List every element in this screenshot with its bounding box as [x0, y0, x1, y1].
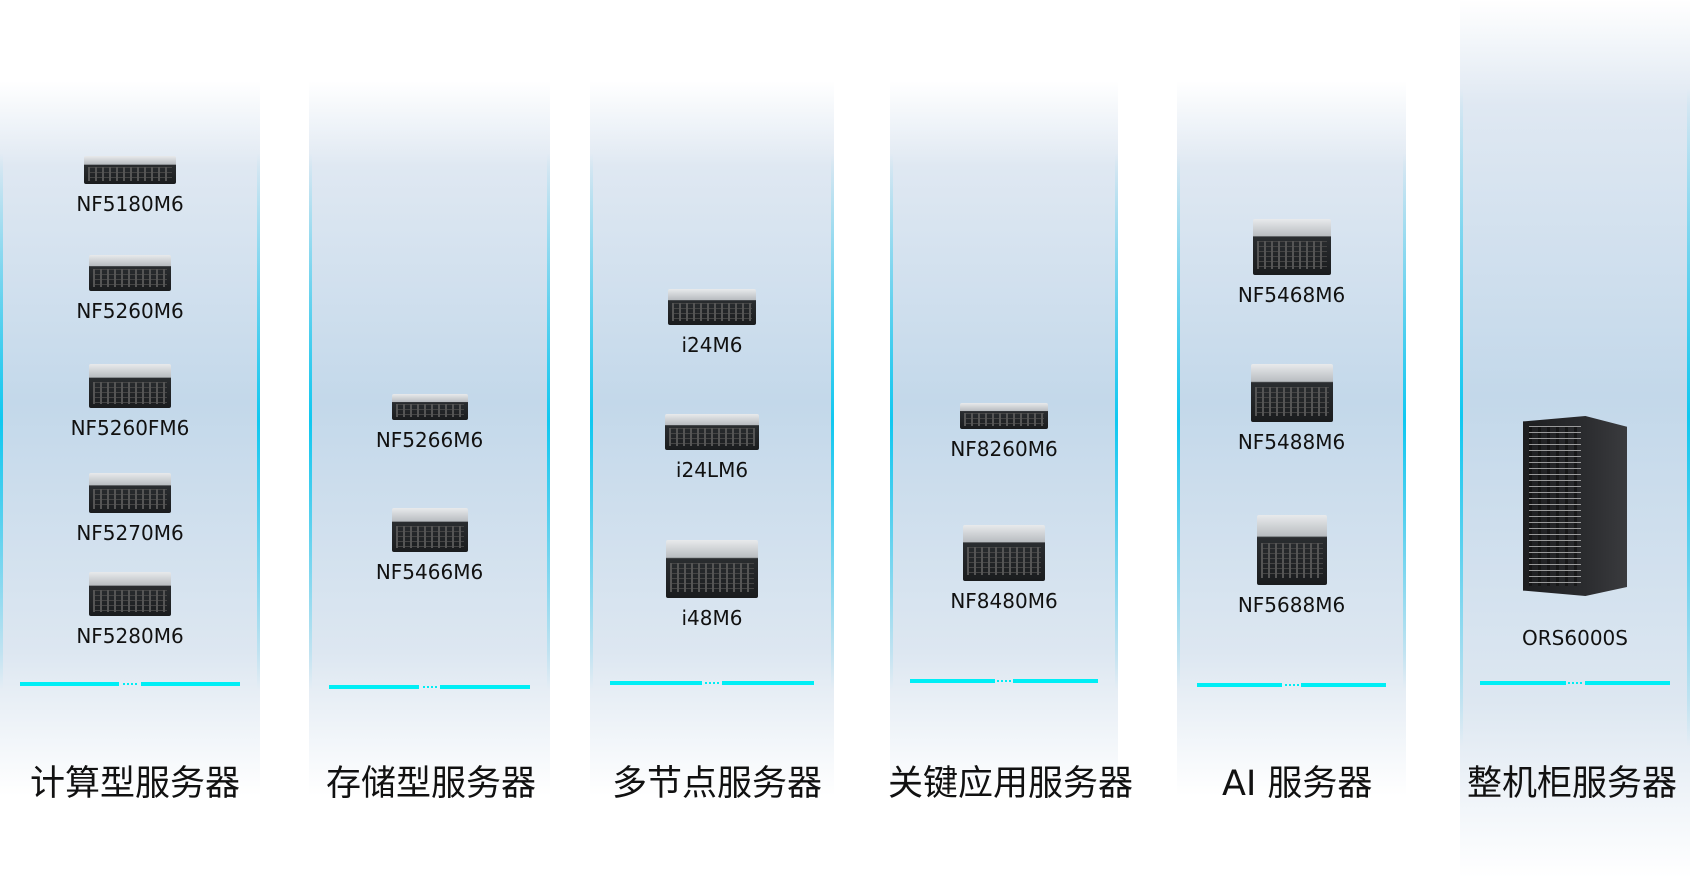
- category-panel-multinode: i24M6 i24LM6 i48M6: [590, 81, 834, 796]
- category-title: 多节点服务器: [612, 764, 823, 804]
- product-label: NF5468M6: [1237, 283, 1346, 307]
- server-image: [89, 473, 171, 513]
- category-panel-ai: NF5468M6 NF5488M6 NF5688M6: [1177, 81, 1406, 796]
- server-image: [89, 364, 171, 408]
- product-label: NF5270M6: [76, 521, 184, 545]
- server-image: [1252, 219, 1331, 275]
- server-image: [665, 414, 759, 450]
- product-nf5260m6[interactable]: NF5260M6: [0, 255, 260, 323]
- divider: [329, 685, 530, 689]
- category-title: 存储型服务器: [326, 764, 537, 804]
- product-nf5468m6[interactable]: NF5468M6: [1177, 219, 1406, 307]
- product-nf5488m6[interactable]: NF5488M6: [1177, 364, 1406, 454]
- product-nf5270m6[interactable]: NF5270M6: [0, 473, 260, 545]
- category-panel-storage: NF5266M6 NF5466M6: [309, 81, 550, 796]
- product-label: NF5488M6: [1237, 430, 1346, 454]
- category-panel-compute: NF5180M6 NF5260M6 NF5260FM6 NF5270M6 NF5…: [0, 81, 260, 796]
- category-title: 整机柜服务器: [1467, 764, 1678, 804]
- product-nf5180m6[interactable]: NF5180M6: [0, 156, 260, 216]
- category-panel-rack: ORS6000S: [1460, 0, 1690, 878]
- divider: [1480, 681, 1670, 685]
- product-i48m6[interactable]: i48M6: [590, 540, 834, 630]
- product-label: NF5266M6: [375, 428, 484, 452]
- server-image: [391, 508, 468, 552]
- server-image: [89, 255, 171, 291]
- server-image: [1256, 515, 1327, 585]
- product-label: NF8480M6: [950, 589, 1058, 613]
- product-label: NF5466M6: [375, 560, 484, 584]
- server-image: [391, 394, 468, 420]
- category-panel-critical: NF8260M6 NF8480M6: [890, 81, 1118, 796]
- server-image: [960, 403, 1048, 429]
- server-image: [963, 525, 1045, 581]
- product-nf8480m6[interactable]: NF8480M6: [890, 525, 1118, 613]
- divider: [910, 679, 1098, 683]
- server-image: [89, 572, 171, 616]
- server-image: [1250, 364, 1333, 422]
- server-image: [84, 156, 176, 184]
- product-label: i48M6: [681, 606, 743, 630]
- server-image: [668, 289, 756, 325]
- rack-image: [1523, 416, 1627, 596]
- product-nf8260m6[interactable]: NF8260M6: [890, 403, 1118, 461]
- product-label: i24M6: [681, 333, 743, 357]
- category-title: AI 服务器: [1222, 764, 1373, 804]
- product-ors6000s[interactable]: ORS6000S: [1460, 416, 1690, 650]
- product-label: NF5688M6: [1237, 593, 1346, 617]
- product-label: i24LM6: [675, 458, 749, 482]
- product-label: NF5180M6: [76, 192, 184, 216]
- product-nf5280m6[interactable]: NF5280M6: [0, 572, 260, 648]
- category-title: 计算型服务器: [30, 764, 241, 804]
- product-nf5688m6[interactable]: NF5688M6: [1177, 515, 1406, 617]
- product-nf5266m6[interactable]: NF5266M6: [309, 394, 550, 452]
- product-label: NF8260M6: [950, 437, 1058, 461]
- product-label: NF5260FM6: [70, 416, 190, 440]
- divider: [1197, 683, 1386, 687]
- product-label: NF5280M6: [76, 624, 184, 648]
- product-nf5466m6[interactable]: NF5466M6: [309, 508, 550, 584]
- product-label: ORS6000S: [1522, 626, 1628, 650]
- divider: [20, 682, 240, 686]
- product-i24m6[interactable]: i24M6: [590, 289, 834, 357]
- server-image: [666, 540, 758, 598]
- product-label: NF5260M6: [76, 299, 184, 323]
- category-title: 关键应用服务器: [888, 764, 1134, 804]
- divider: [610, 681, 814, 685]
- product-i24lm6[interactable]: i24LM6: [590, 414, 834, 482]
- product-nf5260fm6[interactable]: NF5260FM6: [0, 364, 260, 440]
